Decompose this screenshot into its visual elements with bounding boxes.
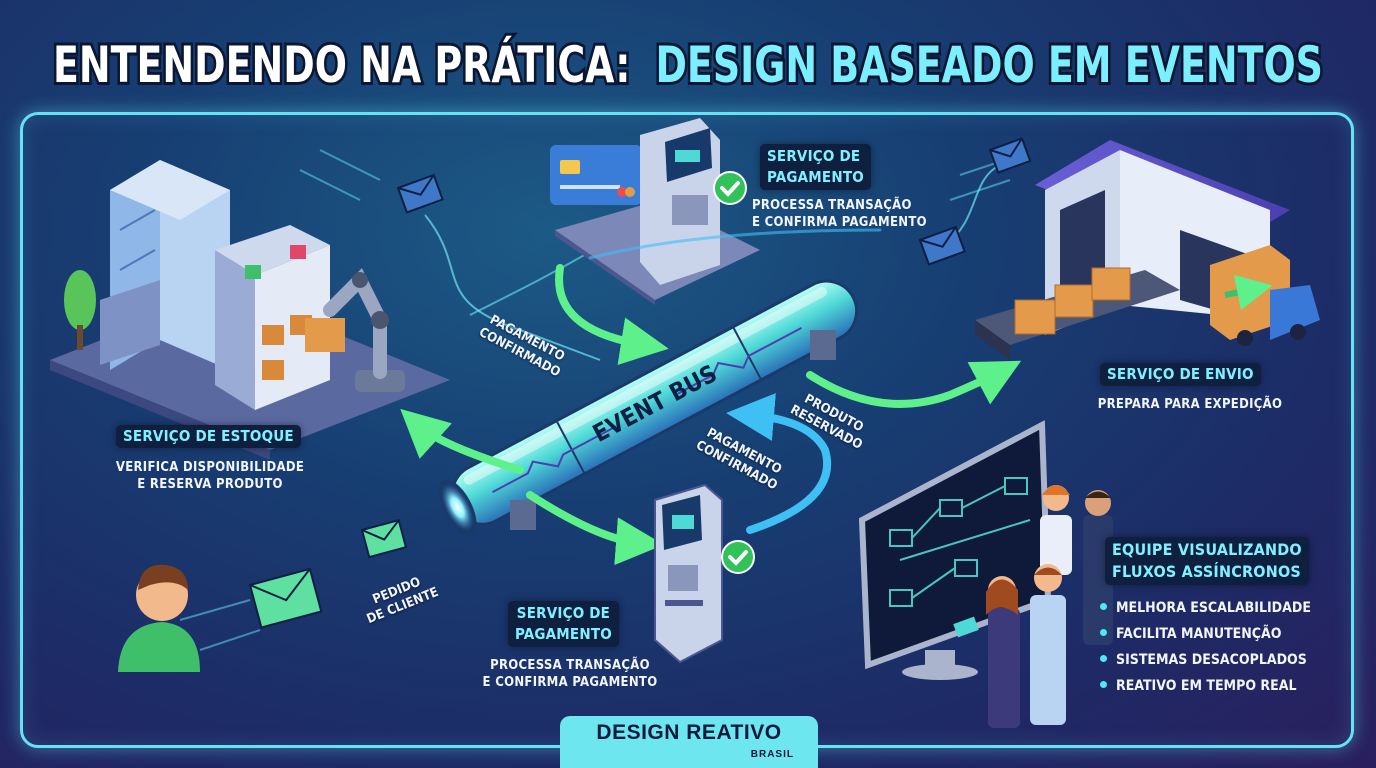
service-desc-line1: PROCESSA TRANSAÇÃO — [752, 198, 912, 213]
logo-main-text: DESIGN REATIVO — [596, 721, 782, 744]
svg-text:ENTENDENDO NA PRÁTICA: DES: ENTENDENDO NA PRÁTICA: DESIGN BASEADO EM… — [53, 35, 1323, 94]
conveyor-icon — [975, 267, 1180, 360]
title-part1: ENTENDENDO NA PRÁTICA: — [53, 35, 630, 94]
service-name-line1: SERVIÇO DE — [516, 604, 611, 622]
service-name: SERVIÇO DE ENVIO — [1107, 365, 1254, 383]
event-bus-pipe: EVENT BUS — [438, 279, 859, 536]
service-label-payment-bottom: SERVIÇO DE PAGAMENTO — [508, 601, 619, 647]
benefit-item: SISTEMAS DESACOPLADOS — [1100, 647, 1311, 673]
service-name-line1: SERVIÇO DE — [767, 147, 861, 165]
benefits-list: MELHORA ESCALABILIDADE FACILITA MANUTENÇ… — [1100, 595, 1311, 699]
benefit-item: REATIVO EM TEMPO REAL — [1100, 673, 1311, 699]
page-title: ENTENDENDO NA PRÁTICA: DESIGN BASEADO EM… — [50, 32, 1326, 97]
building-icon — [50, 160, 450, 460]
speed-lines — [179, 149, 1021, 651]
service-desc-payment-top: PROCESSA TRANSAÇÃO E CONFIRMA PAGAMENTO — [752, 197, 927, 231]
service-desc-payment-bottom: PROCESSA TRANSAÇÃO E CONFIRMA PAGAMENTO — [465, 657, 675, 691]
logo-sub-text: BRASIL — [750, 749, 794, 760]
envelope-icon — [248, 137, 1032, 629]
service-desc-stock: VERIFICA DISPONIBILIDADE E RESERVA PRODU… — [100, 459, 320, 493]
robot-arm-icon — [305, 268, 405, 392]
benefit-item: FACILITA MANUTENÇÃO — [1100, 621, 1311, 647]
team-icon — [953, 485, 1113, 728]
service-label-shipping: SERVIÇO DE ENVIO — [1100, 363, 1261, 386]
title-part2: DESIGN BASEADO EM EVENTOS — [655, 36, 1323, 94]
check-icon — [721, 540, 755, 574]
service-desc-line1: PROCESSA TRANSAÇÃO — [490, 658, 650, 673]
service-name-line2: PAGAMENTO — [515, 625, 612, 643]
service-desc-line2: E CONFIRMA PAGAMENTO — [482, 675, 658, 690]
team-title-line2: FLUXOS ASSÍNCRONOS — [1112, 562, 1301, 581]
team-title-line1: EQUIPE VISUALIZANDO — [1112, 540, 1302, 559]
atm-icon — [654, 483, 723, 664]
service-desc-line2: E RESERVA PRODUTO — [137, 477, 283, 492]
monitor-icon — [858, 420, 1052, 680]
truck-icon — [1210, 245, 1320, 346]
service-label-stock: SERVIÇO DE ESTOQUE — [116, 425, 301, 448]
service-desc: PREPARA PARA EXPEDIÇÃO — [1097, 397, 1283, 412]
service-label-payment-top: SERVIÇO DE PAGAMENTO — [760, 144, 871, 190]
check-icon — [713, 171, 747, 205]
service-name: SERVIÇO DE ESTOQUE — [123, 427, 294, 445]
team-label: EQUIPE VISUALIZANDO FLUXOS ASSÍNCRONOS — [1105, 537, 1309, 585]
credit-card-icon — [550, 145, 642, 205]
atm-icon — [555, 118, 760, 305]
service-desc-line2: E CONFIRMA PAGAMENTO — [752, 215, 927, 230]
service-name-line2: PAGAMENTO — [767, 168, 864, 186]
person-icon — [118, 564, 200, 672]
flow-arrows — [400, 228, 1022, 566]
service-desc-shipping: PREPARA PARA EXPEDIÇÃO — [1080, 396, 1300, 413]
brand-logo: DESIGN REATIVO BRASIL — [560, 716, 818, 768]
benefit-item: MELHORA ESCALABILIDADE — [1100, 595, 1311, 621]
service-desc-line1: VERIFICA DISPONIBILIDADE — [115, 460, 305, 475]
